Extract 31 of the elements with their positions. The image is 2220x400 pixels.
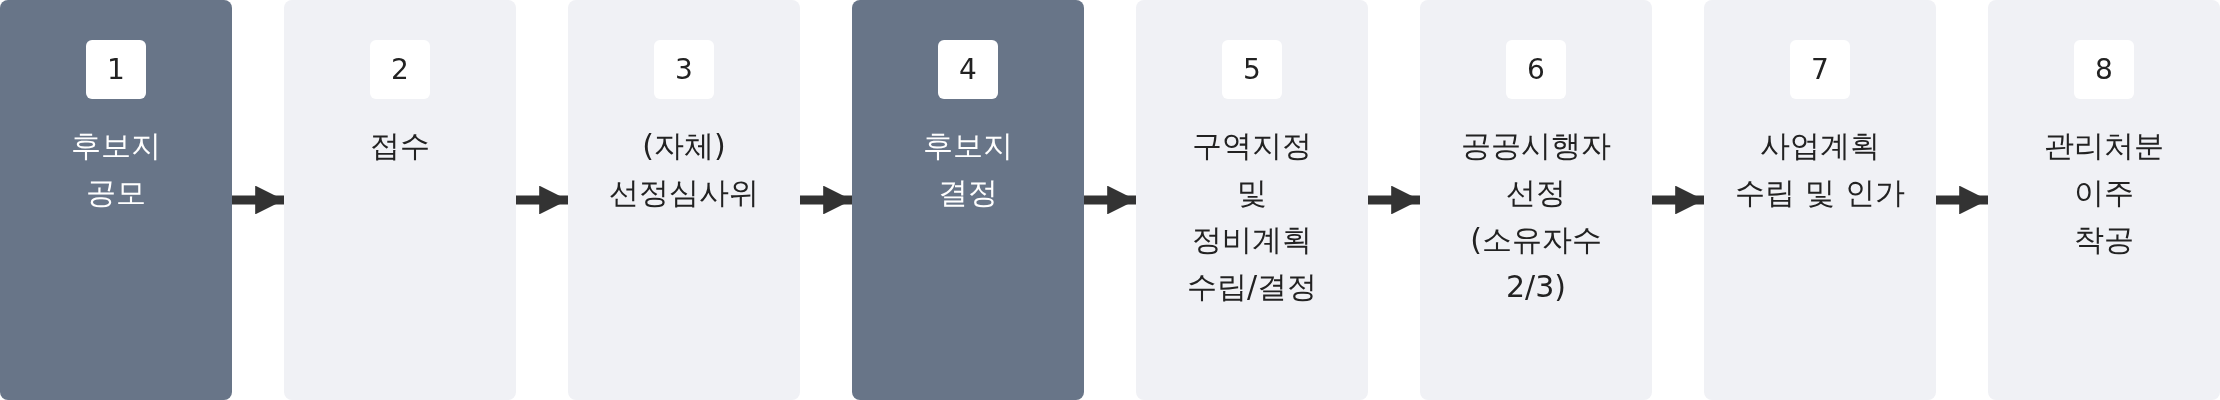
step-card (568, 0, 800, 400)
arrow (1084, 185, 1136, 215)
step-number: 5 (1222, 40, 1282, 99)
step-card (0, 0, 232, 400)
step-number: 4 (938, 40, 998, 99)
arrow (1652, 185, 1704, 215)
arrow (1936, 185, 1988, 215)
step-label: 구역지정 및 정비계획 수립/결정 (1185, 127, 1319, 306)
arrow (1368, 185, 1420, 215)
step-card (1704, 0, 1936, 400)
step-card (852, 0, 1084, 400)
step-card (1988, 0, 2220, 400)
step-number: 8 (2074, 40, 2134, 99)
arrow (516, 185, 568, 215)
step-card (1136, 0, 1368, 400)
step-label: 후보지 공모 (70, 127, 162, 212)
step-label: 관리처분 이주 착공 (2043, 127, 2165, 259)
step-label: (자체) 선정심사위 (608, 127, 760, 212)
arrow (232, 185, 284, 215)
arrow (800, 185, 852, 215)
step-label: 공공시행자 선정 (소유자수 2/3) (1460, 127, 1612, 306)
step-number: 6 (1506, 40, 1566, 99)
step-label: 후보지 결정 (922, 127, 1014, 212)
step-card (284, 0, 516, 400)
step-number: 3 (654, 40, 714, 99)
step-label: 사업계획 수립 및 인가 (1734, 127, 1906, 212)
step-number: 1 (86, 40, 146, 99)
step-card (1420, 0, 1652, 400)
step-number: 7 (1790, 40, 1850, 99)
step-number: 2 (370, 40, 430, 99)
step-label: 접수 (369, 127, 431, 165)
